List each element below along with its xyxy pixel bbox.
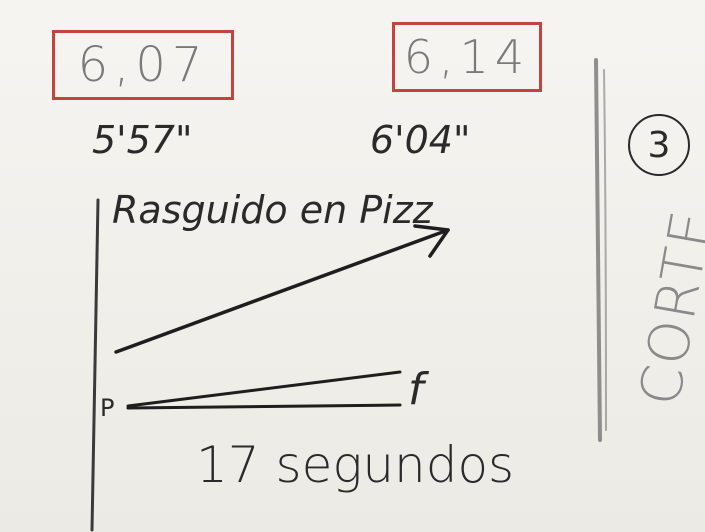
- circled-number: 3: [628, 114, 690, 176]
- time-right: 6'04": [370, 118, 471, 162]
- heading: Rasguido en Pizz: [112, 188, 433, 232]
- box-left-value: 6,07: [52, 30, 234, 100]
- label-start: P: [100, 394, 115, 422]
- wedge-lower-line: [126, 403, 402, 410]
- label-end: f: [408, 364, 424, 415]
- left-margin-line: [90, 198, 100, 532]
- box-right-value: 6,14: [392, 22, 542, 92]
- arrow-line: [114, 228, 450, 354]
- duration: 17 segundos: [196, 436, 515, 494]
- pencil-stroke-2: [603, 69, 607, 431]
- time-left: 5'57": [92, 118, 193, 162]
- arrowhead: [413, 224, 450, 258]
- pencil-stroke-1: [594, 58, 602, 442]
- wedge-upper-line: [126, 370, 402, 408]
